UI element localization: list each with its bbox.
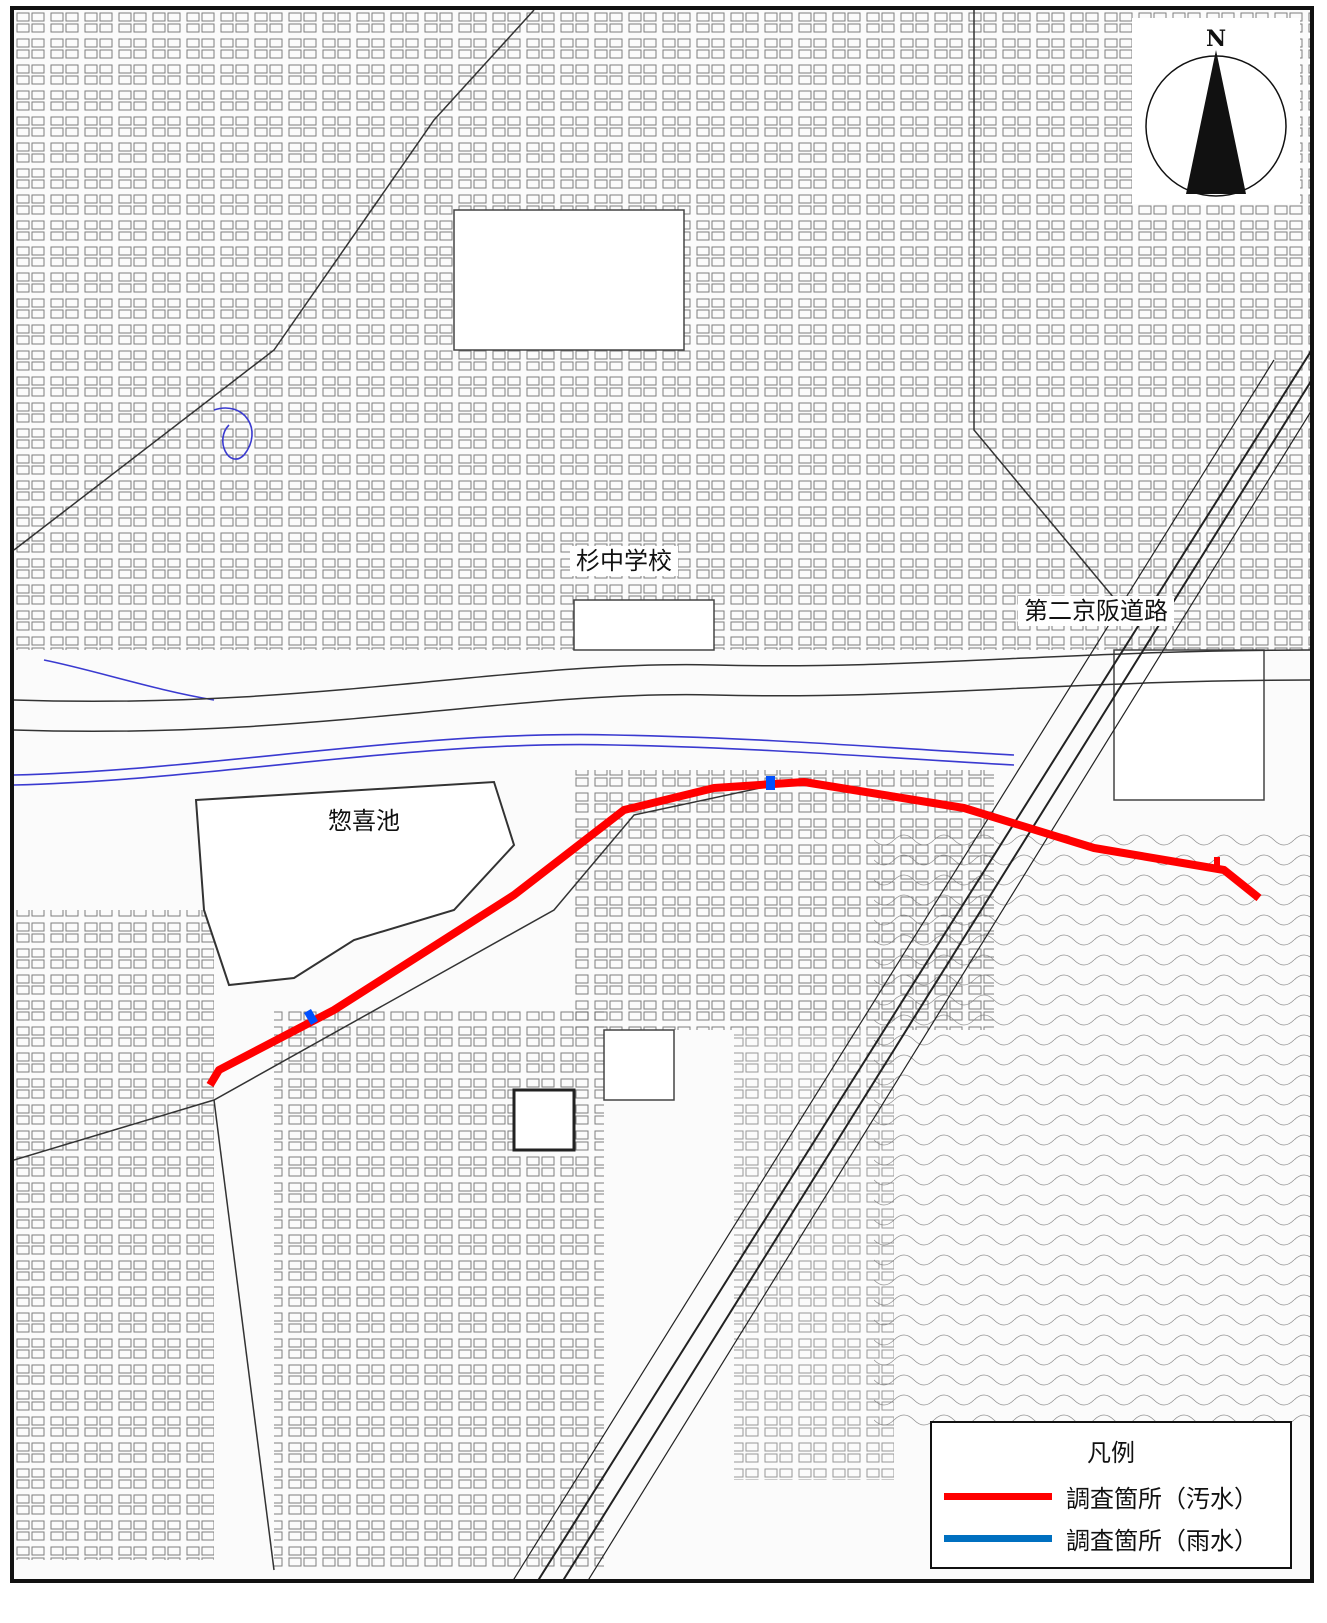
legend-title: 凡例 (1087, 1439, 1135, 1467)
legend-label-sewage: 調査箇所（汚水） (1066, 1484, 1258, 1513)
open-areas (453, 209, 1265, 1152)
survey-point-rainwater[interactable] (766, 776, 775, 790)
survey-route-sewage[interactable] (206, 778, 1262, 1088)
river (14, 407, 1015, 786)
pond (194, 780, 516, 987)
expressway (513, 350, 1310, 1579)
legend-swatch-rainwater (944, 1534, 1052, 1542)
base-map[interactable] (14, 10, 1314, 1583)
roads (14, 10, 1310, 1571)
school-label: 杉中学校 (570, 546, 678, 577)
map-legend: 凡例 調査箇所（汚水） 調査箇所（雨水） (930, 1421, 1292, 1569)
survey-point-rainwater[interactable] (304, 1008, 318, 1026)
north-arrow: N (1132, 18, 1300, 204)
legend-label-rainwater: 調査箇所（雨水） (1066, 1526, 1258, 1555)
compass-needle (1186, 50, 1246, 194)
legend-item-sewage: 調査箇所（汚水） (944, 1479, 1258, 1513)
expressway-label: 第二京阪道路 (1018, 596, 1174, 627)
map-frame: 杉中学校 惣喜池 第二京阪道路 N 凡例 調査箇所（汚水） 調査箇所（雨水） (10, 6, 1314, 1583)
legend-swatch-sewage (944, 1492, 1052, 1500)
hillside-contours (874, 830, 1310, 1430)
north-label: N (1205, 26, 1227, 52)
legend-item-rainwater: 調査箇所（雨水） (944, 1521, 1258, 1555)
pond-label: 惣喜池 (328, 807, 400, 835)
survey-point-sewage-marker[interactable] (1214, 857, 1220, 869)
